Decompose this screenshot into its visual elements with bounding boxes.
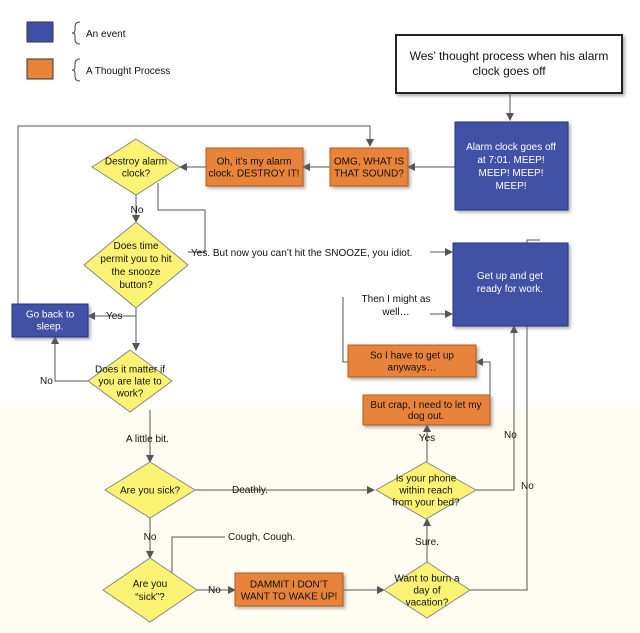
label-snooze-yes-text: Yes. But now you can’t hit the SNOOZE, y…	[191, 248, 412, 259]
label-no-sick2: No	[208, 585, 221, 596]
label-yes-snooze: Yes	[106, 311, 122, 322]
alarm-node	[454, 121, 569, 211]
late-q-node	[87, 349, 173, 413]
edge-labels: No Yes. But now you can’t hit the SNOOZE…	[40, 205, 534, 596]
edge-anyways-theni	[342, 297, 348, 363]
edge-lateq-goback	[51, 336, 88, 382]
label-no-phone: No	[504, 430, 517, 441]
sick2-q-node	[102, 557, 198, 623]
phone-q-node	[374, 461, 478, 520]
legend: An event A Thought Process	[26, 21, 170, 82]
snooze-q-node	[83, 221, 189, 309]
label-deathly: Deathly.	[232, 485, 268, 496]
label-cough: Cough, Cough.	[228, 532, 295, 543]
label-no-vacation: No	[521, 481, 534, 492]
vacation-q-node	[383, 561, 471, 619]
legend-thought-swatch	[26, 58, 54, 80]
sick-q-node-text: Are you sick?	[120, 486, 180, 497]
edge-destroyq-snoozetext	[157, 183, 206, 253]
get-up-anyways-node	[347, 344, 477, 378]
edge-phoneq-getup	[476, 325, 518, 491]
legend-thought-brace	[71, 58, 81, 82]
dammit-node	[234, 572, 344, 607]
crap-node	[362, 394, 491, 426]
connectors	[17, 93, 540, 594]
legend-event-swatch	[26, 21, 54, 43]
get-up-node	[452, 242, 569, 327]
sick2-q-node-text: Are you“sick”?	[133, 579, 167, 603]
label-yes-phone: Yes	[419, 433, 435, 444]
label-no-destroy: No	[131, 205, 144, 216]
legend-thought-label: A Thought Process	[86, 66, 170, 77]
destroy-it-node	[205, 147, 304, 187]
destroy-q-node	[91, 138, 181, 196]
edge-vacationq-getup	[470, 239, 540, 591]
label-no-sick: No	[144, 532, 157, 543]
legend-event-brace	[71, 21, 81, 45]
omg-node	[329, 147, 409, 187]
go-back-node	[11, 303, 89, 338]
edge-goback-loop	[17, 125, 374, 304]
label-no-late: No	[40, 376, 53, 387]
edge-crap-anyways	[475, 358, 491, 395]
label-sure: Sure.	[415, 537, 439, 548]
edge-sick2q-cough	[171, 536, 225, 575]
sick-q-node	[104, 461, 196, 519]
label-little-bit: A little bit.	[126, 434, 169, 445]
legend-event-label: An event	[86, 29, 126, 40]
